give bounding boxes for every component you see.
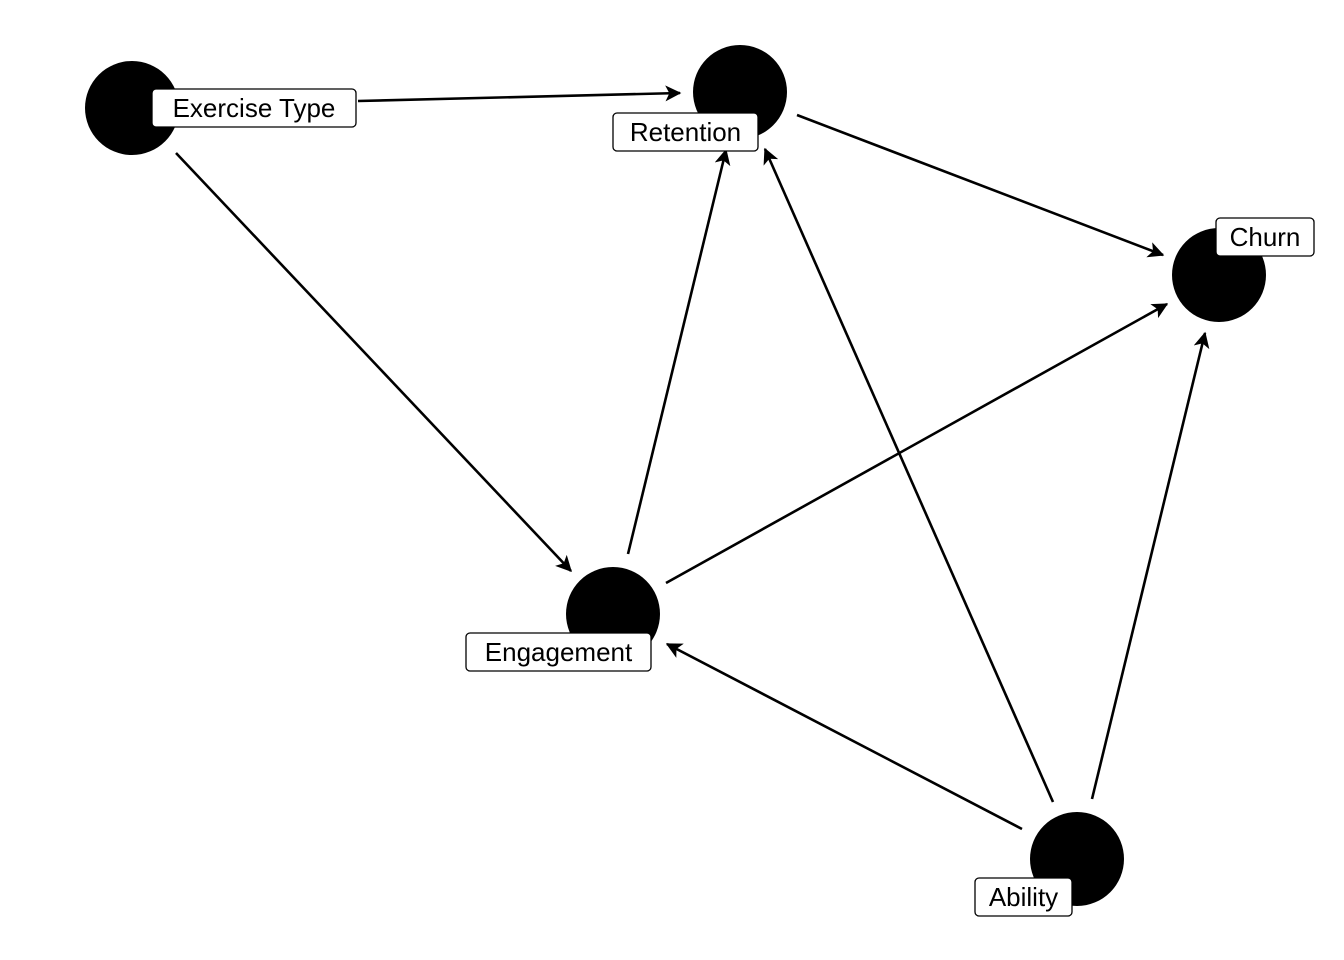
node-label-ability: Ability (974, 877, 1073, 917)
edge-ability-to-retention (763, 147, 1055, 803)
node-exercise-type (85, 61, 179, 155)
edge-ability-to-engagement (665, 642, 1023, 831)
nodes-layer (85, 45, 1266, 906)
edge-exercise-type-to-engagement (175, 152, 572, 572)
edges-layer (175, 85, 1210, 831)
edge-retention-to-churn (796, 113, 1165, 258)
label-box (1215, 217, 1315, 257)
label-box (151, 88, 357, 128)
node-label-text: Exercise Type (173, 93, 336, 123)
node-label-exercise-type: Exercise Type (151, 88, 357, 128)
edge-ability-to-churn (1090, 331, 1210, 800)
node-label-text: Churn (1230, 222, 1301, 252)
node-label-text: Ability (989, 882, 1058, 912)
node-label-text: Retention (630, 117, 741, 147)
edge-exercise-type-to-retention (357, 85, 682, 103)
edge-engagement-to-churn (665, 302, 1169, 585)
node-label-retention: Retention (612, 112, 759, 152)
label-box (465, 632, 652, 672)
label-box (974, 877, 1073, 917)
edge-engagement-to-retention (626, 148, 731, 555)
node-label-text: Engagement (485, 637, 633, 667)
labels-layer: Exercise TypeRetentionChurnEngagementAbi… (151, 88, 1315, 917)
node-label-churn: Churn (1215, 217, 1315, 257)
node-label-engagement: Engagement (465, 632, 652, 672)
label-box (612, 112, 759, 152)
